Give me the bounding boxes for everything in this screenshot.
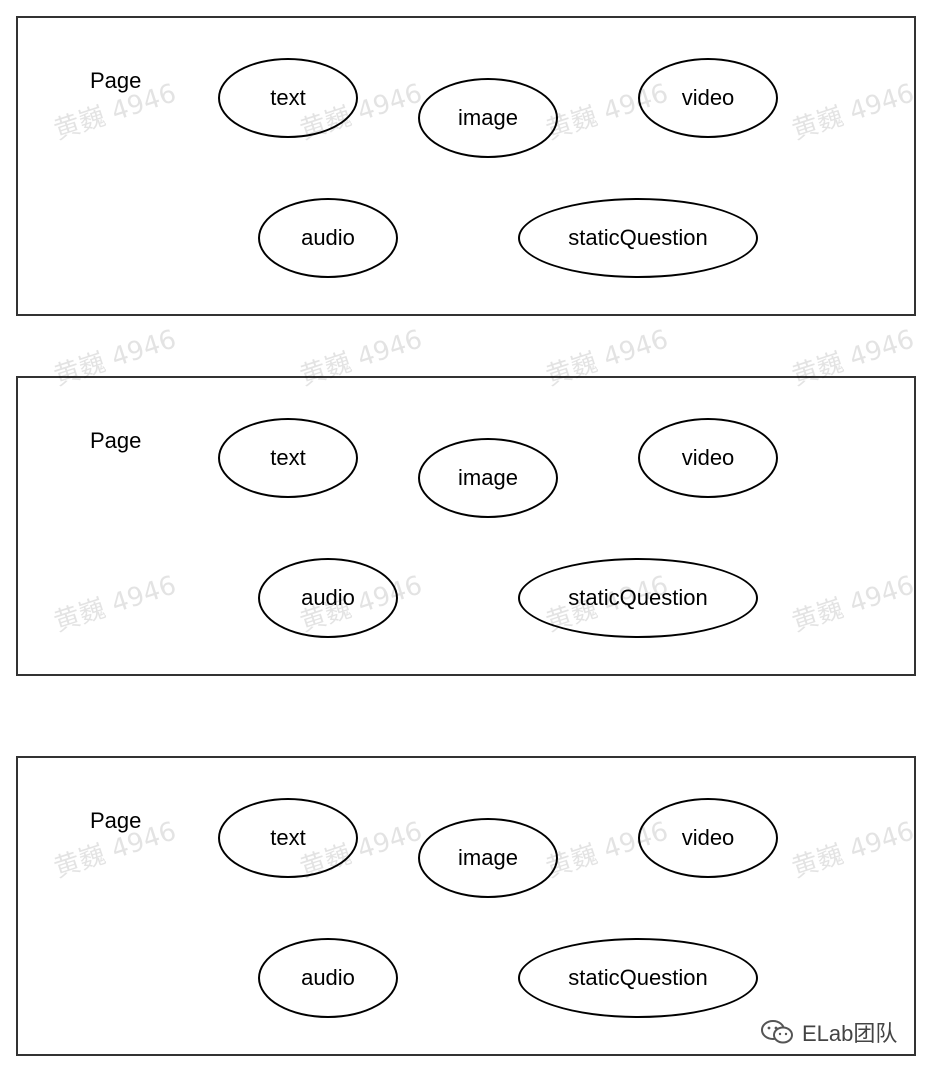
node-image[interactable]: image	[418, 78, 558, 158]
node-text[interactable]: text	[218, 798, 358, 878]
page-label: Page	[90, 428, 142, 453]
node-image[interactable]: image	[418, 818, 558, 898]
node-audio[interactable]: audio	[258, 198, 398, 278]
node-audio[interactable]: audio	[258, 558, 398, 638]
wechat-icon	[760, 1018, 794, 1046]
node-video[interactable]: video	[638, 418, 778, 498]
page-container-3: Page text image video audio staticQuesti…	[16, 756, 916, 1056]
node-image[interactable]: image	[418, 438, 558, 518]
node-video[interactable]: video	[638, 798, 778, 878]
page-container-2: Page text image video audio staticQuesti…	[16, 376, 916, 676]
node-static-question[interactable]: staticQuestion	[518, 198, 758, 278]
page-container-1: Page text image video audio staticQuesti…	[16, 16, 916, 316]
brand-text: ELab团队	[802, 1021, 898, 1046]
page-label: Page	[90, 68, 142, 93]
node-video[interactable]: video	[638, 58, 778, 138]
node-audio[interactable]: audio	[258, 938, 398, 1018]
brand-mark: ELab团队	[760, 1016, 897, 1048]
node-static-question[interactable]: staticQuestion	[518, 558, 758, 638]
node-text[interactable]: text	[218, 58, 358, 138]
node-static-question[interactable]: staticQuestion	[518, 938, 758, 1018]
page-label: Page	[90, 808, 142, 833]
node-text[interactable]: text	[218, 418, 358, 498]
